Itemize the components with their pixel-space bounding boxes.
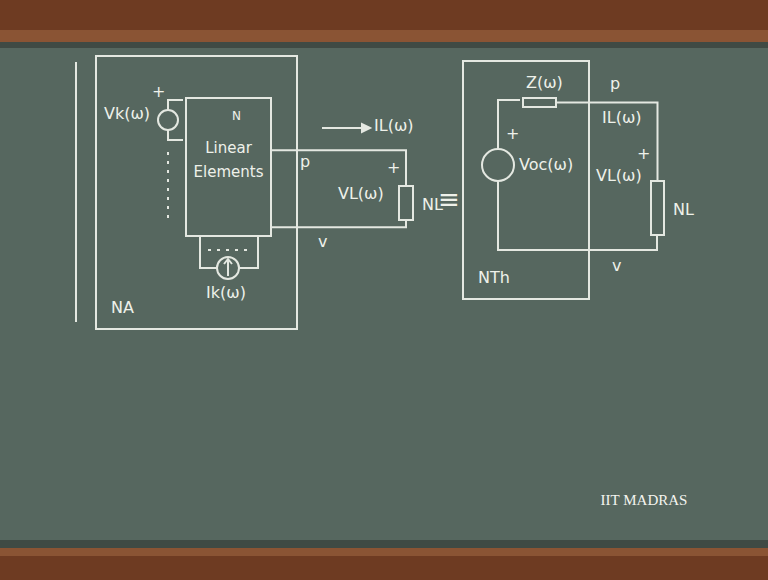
network-box: NA N Linear Elements	[95, 55, 298, 330]
node-label: Z(ω)	[526, 75, 563, 91]
wood-frame	[0, 0, 768, 42]
signal-label: +	[152, 84, 165, 100]
wire	[272, 221, 406, 227]
signal-label: p	[610, 76, 620, 92]
voltage-source	[158, 110, 178, 130]
wood-frame	[0, 548, 768, 580]
current-arrow	[322, 127, 364, 129]
signal-label: VL(ω)	[338, 186, 384, 202]
node-label: NTh	[478, 270, 510, 286]
signal-label: Voc(ω)	[519, 157, 573, 173]
wood-frame	[0, 30, 768, 42]
wire	[239, 235, 258, 268]
wire	[272, 150, 406, 185]
source-arrow	[224, 259, 232, 264]
wire	[498, 100, 520, 149]
node-label: N	[232, 107, 241, 126]
watermark: IIT MADRAS	[598, 492, 690, 509]
wire	[200, 235, 217, 268]
node-label: NL	[673, 202, 694, 218]
arrowhead	[362, 124, 370, 132]
signal-label: ≡	[438, 186, 460, 212]
thevenin-box: NTh Z(ω)	[462, 60, 590, 300]
impedance-symbol: Z(ω)	[522, 97, 557, 108]
node-label: Linear Elements	[187, 136, 270, 184]
voltage-source	[482, 149, 514, 181]
chalk-line	[75, 62, 77, 322]
wire	[168, 100, 183, 110]
signal-label: +	[506, 126, 519, 142]
signal-label: v	[318, 234, 327, 250]
wire	[168, 130, 183, 140]
signal-label: Vk(ω)	[104, 106, 150, 122]
signal-label: +	[387, 160, 400, 176]
board-edge	[0, 540, 768, 548]
signal-label: IL(ω)	[602, 110, 642, 126]
load-resistor: NL	[398, 185, 414, 221]
load-resistor: NL	[650, 180, 665, 236]
wood-frame	[0, 548, 768, 556]
wire	[498, 181, 657, 250]
signal-label: p	[300, 154, 310, 170]
node-label: NA	[111, 300, 134, 316]
circuit-wires	[76, 62, 657, 322]
signal-label: IL(ω)	[374, 118, 414, 134]
signal-label: VL(ω)	[596, 168, 642, 184]
current-source	[217, 257, 239, 279]
board-edge	[0, 42, 768, 48]
signal-label: Ik(ω)	[206, 285, 246, 301]
dots	[167, 152, 169, 222]
linear-box: N Linear Elements	[185, 97, 272, 237]
dots	[208, 249, 250, 251]
signal-label: v	[612, 258, 621, 274]
signal-label: +	[637, 146, 650, 162]
source-arrow	[227, 260, 229, 276]
